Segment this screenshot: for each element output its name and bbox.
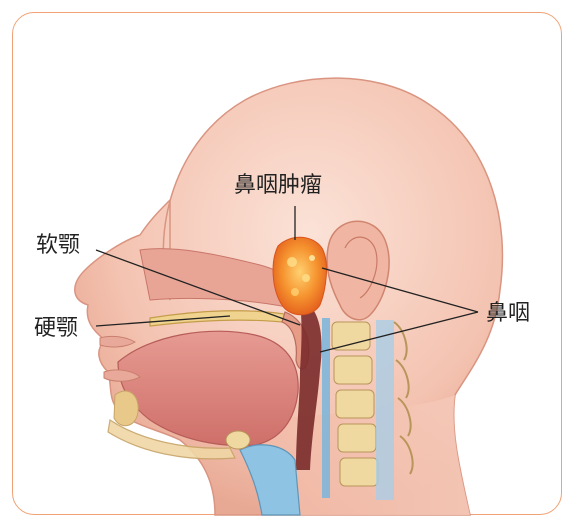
tumor-mass <box>273 237 326 315</box>
label-soft-palate: 软颚 <box>36 235 80 257</box>
label-nasopharynx: 鼻咽 <box>486 303 530 325</box>
tongue <box>118 331 298 445</box>
label-hard-palate: 硬颚 <box>34 318 78 340</box>
label-nasopharyngeal-tumor: 鼻咽肿瘤 <box>234 175 322 197</box>
